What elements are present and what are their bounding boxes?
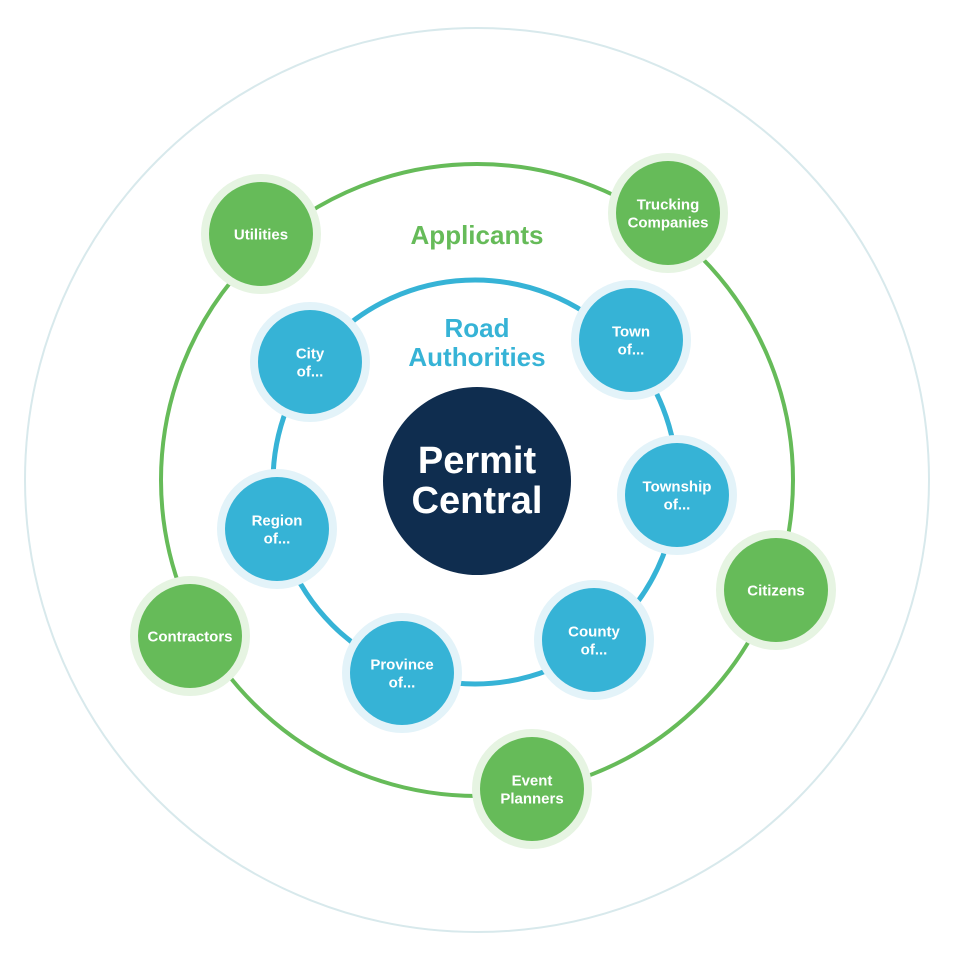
node-label: Planners bbox=[500, 790, 563, 807]
node-label: Companies bbox=[628, 214, 709, 231]
node-label: Event bbox=[512, 772, 553, 789]
node-circle bbox=[350, 621, 454, 725]
authority-node-town: Townof... bbox=[571, 280, 691, 400]
node-label: Utilities bbox=[234, 226, 288, 243]
authority-node-province: Provinceof... bbox=[342, 613, 462, 733]
node-label: Township bbox=[643, 478, 712, 495]
node-circle bbox=[480, 737, 584, 841]
permit-central-circle bbox=[383, 387, 571, 575]
node-circle bbox=[724, 538, 828, 642]
outer-ring bbox=[24, 27, 930, 933]
permit-central-line1: Permit bbox=[418, 440, 537, 482]
nodes-layer: UtilitiesTruckingCompaniesCitizensEventP… bbox=[130, 153, 836, 849]
authority-node-region: Regionof... bbox=[217, 469, 337, 589]
node-circle bbox=[616, 161, 720, 265]
node-circle bbox=[209, 182, 313, 286]
node-circle bbox=[225, 477, 329, 581]
applicant-node-contractors: Contractors bbox=[130, 576, 250, 696]
node-label: of... bbox=[297, 363, 324, 380]
node-label: of... bbox=[389, 674, 416, 691]
node-circle bbox=[138, 584, 242, 688]
authority-node-township: Townshipof... bbox=[617, 435, 737, 555]
node-circle bbox=[542, 588, 646, 692]
authority-node-county: Countyof... bbox=[534, 580, 654, 700]
node-label: City bbox=[296, 345, 325, 362]
node-label: Trucking bbox=[637, 196, 700, 213]
applicant-node-utilities: Utilities bbox=[201, 174, 321, 294]
node-label: Province bbox=[370, 656, 433, 673]
node-label: of... bbox=[581, 641, 608, 658]
node-label: Contractors bbox=[147, 628, 232, 645]
authority-node-city: Cityof... bbox=[250, 302, 370, 422]
node-circle bbox=[258, 310, 362, 414]
node-label: of... bbox=[664, 496, 691, 513]
applicant-node-citizens: Citizens bbox=[716, 530, 836, 650]
node-label: of... bbox=[264, 530, 291, 547]
node-circle bbox=[625, 443, 729, 547]
node-label: Region bbox=[252, 512, 303, 529]
node-label: Town bbox=[612, 323, 650, 340]
node-label: of... bbox=[618, 341, 645, 358]
applicants-title: Applicants bbox=[411, 220, 544, 250]
road-authorities-title-line1: Road bbox=[445, 313, 510, 343]
node-label: Citizens bbox=[747, 582, 805, 599]
road-authorities-title-line2: Authorities bbox=[408, 342, 545, 372]
permit-central-line2: Central bbox=[412, 480, 543, 522]
node-circle bbox=[579, 288, 683, 392]
node-label: County bbox=[568, 623, 620, 640]
